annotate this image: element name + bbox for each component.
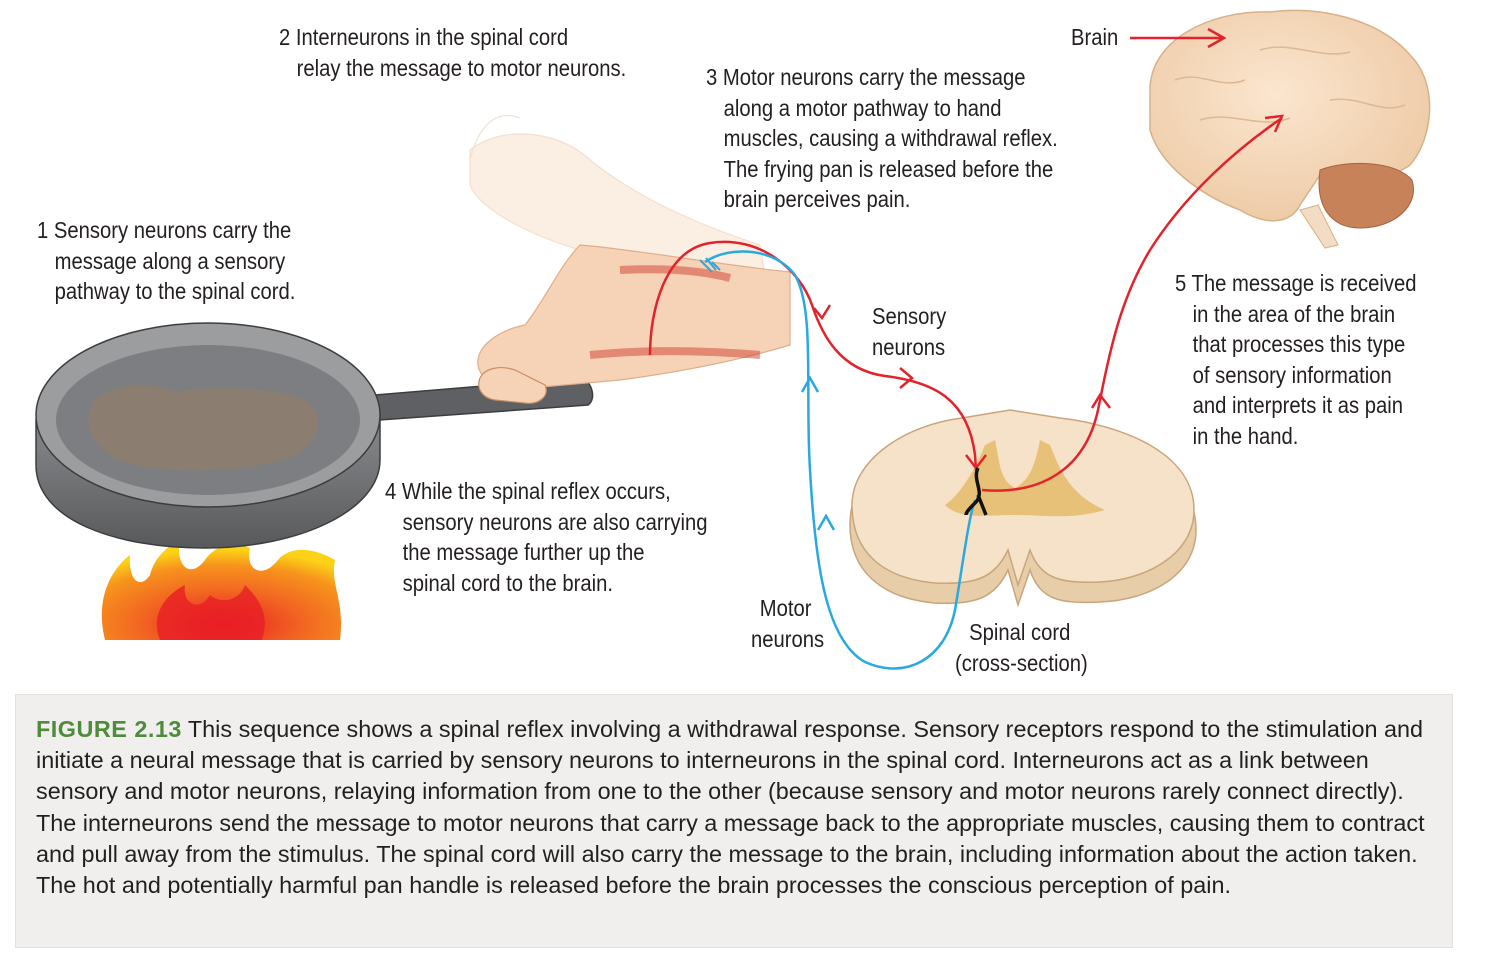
interneuron-synapse — [964, 467, 988, 516]
frying-pan-illustration — [35, 322, 594, 549]
step-2-label: 2 Interneurons in the spinal cord relay … — [279, 24, 627, 81]
caption-text: This sequence shows a spinal reflex invo… — [36, 716, 1425, 899]
hand-illustration — [477, 244, 791, 404]
brain-label: Brain — [1071, 24, 1119, 50]
spinal-cord-label: Spinal cord (cross-section) — [955, 619, 1088, 676]
sensory-pathway — [648, 240, 978, 471]
sensory-arrow-1 — [813, 304, 832, 321]
step-4-label: 4 While the spinal reflex occurs, sensor… — [385, 478, 708, 596]
spinal-reflex-diagram — [35, 9, 1431, 670]
flame-illustration — [101, 540, 342, 640]
sensory-arrow-3 — [965, 454, 987, 471]
ascending-pathway — [981, 116, 1283, 492]
brain-illustration — [1149, 9, 1431, 249]
ascending-arrow-1 — [1090, 392, 1111, 409]
figure-label: FIGURE 2.13 — [36, 716, 182, 742]
motor-neurons-label: Motor neurons — [751, 595, 825, 652]
motor-arrow-1 — [800, 375, 820, 393]
sensory-arrow-2 — [899, 367, 914, 389]
brain-pointer-arrowhead — [1207, 27, 1227, 49]
step-3-label: 3 Motor neurons carry the message along … — [706, 64, 1058, 212]
motor-ending-icon — [699, 257, 721, 273]
ascending-arrow-2 — [1264, 114, 1285, 133]
sensory-neurons-label: Sensory neurons — [872, 303, 947, 360]
step-5-label: 5 The message is received in the area of… — [1175, 270, 1417, 449]
spinal-cord-illustration — [849, 409, 1197, 608]
step-1-label: 1 Sensory neurons carry the message alon… — [37, 217, 296, 304]
motor-arrow-2 — [816, 513, 836, 531]
motor-pathway — [704, 250, 977, 670]
